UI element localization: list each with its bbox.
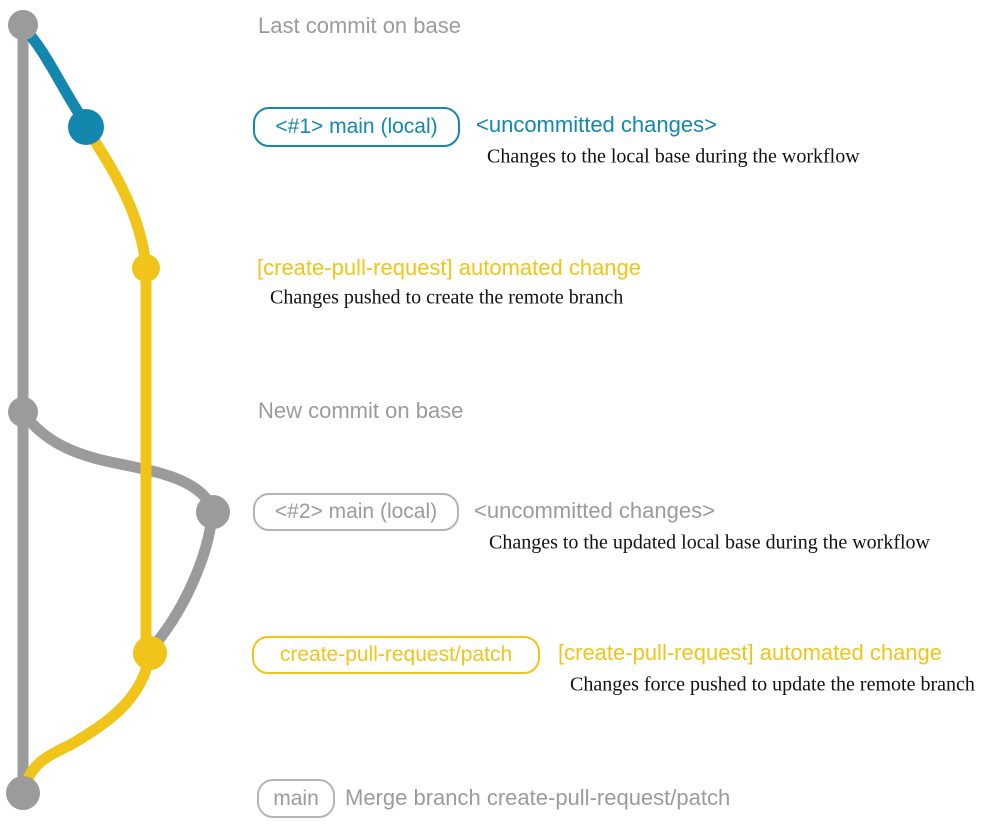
label-last-commit-on-base: Last commit on base <box>258 13 461 38</box>
desc-changes-force-pushed: Changes force pushed to update the remot… <box>570 673 975 696</box>
commit-node-main2 <box>196 495 230 529</box>
patch-branch-line <box>82 126 152 650</box>
main2-to-patch-edge <box>147 515 218 652</box>
branch-badge-main-label: main <box>273 786 319 810</box>
branch-badge-main-local-2-label: <#2> main (local) <box>274 500 438 523</box>
branch-badge-patch: create-pull-request/patch <box>252 636 540 674</box>
branch-badge-patch-label: create-pull-request/patch <box>279 643 513 666</box>
commit-node-main1 <box>68 109 104 145</box>
commit-node-merge <box>6 776 40 810</box>
commit-node-new-base <box>8 397 38 427</box>
desc-local-base-changes: Changes to the local base during the wor… <box>487 145 860 168</box>
branch-badge-main-local-1-label: <#1> main (local) <box>275 115 438 138</box>
commit-node-automated-change-2 <box>133 636 167 670</box>
patch-to-merge-edge <box>18 655 155 792</box>
base-to-main2-edge <box>19 410 218 511</box>
base-to-main1-edge <box>19 24 90 127</box>
commit-node-automated-change-1 <box>132 254 160 282</box>
label-automated-change-2: [create-pull-request] automated change <box>558 640 943 665</box>
commit-node-last-base <box>8 10 38 40</box>
desc-updated-local-base-changes: Changes to the updated local base during… <box>489 531 930 554</box>
label-automated-change-1: [create-pull-request] automated change <box>257 255 642 280</box>
status-uncommitted-changes-2: <uncommitted changes> <box>474 498 715 523</box>
status-uncommitted-changes-1: <uncommitted changes> <box>476 112 717 137</box>
label-new-commit-on-base: New commit on base <box>258 398 464 423</box>
branch-badge-main-local-2: <#2> main (local) <box>253 493 459 531</box>
label-merge-branch: Merge branch create-pull-request/patch <box>345 785 731 810</box>
branch-badge-main-local-1: <#1> main (local) <box>253 107 460 147</box>
branch-badge-main: main <box>257 779 335 818</box>
desc-changes-pushed: Changes pushed to create the remote bran… <box>270 286 624 309</box>
